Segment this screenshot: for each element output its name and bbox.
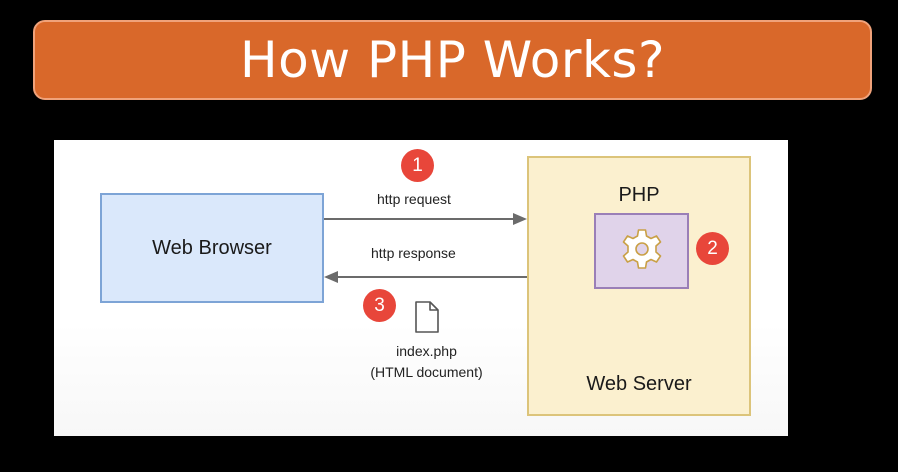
step-2-badge: 2 [696,232,729,265]
file-name: index.php [396,343,457,359]
title-banner: How PHP Works? [33,20,872,100]
page-title: How PHP Works? [240,31,665,89]
file-description: (HTML document) [370,364,483,380]
diagram-panel: Web Browser PHP Web Server http request … [54,140,788,436]
step-1-badge: 1 [401,149,434,182]
php-label: PHP [618,184,660,206]
step-3-badge: 3 [363,289,396,322]
web-browser-box: Web Browser [100,193,324,303]
gear-icon [620,227,664,276]
web-browser-label: Web Browser [152,236,272,259]
file-icon [415,301,439,338]
arrows-layer [324,213,527,283]
web-server-box: PHP Web Server [527,156,751,416]
web-server-label: Web Server [586,373,692,395]
request-arrow [324,213,527,225]
file-caption: index.php (HTML document) [354,341,499,383]
response-arrow [324,271,527,283]
http-request-label: http request [377,191,451,207]
http-response-label: http response [371,245,456,261]
php-module [594,213,689,289]
